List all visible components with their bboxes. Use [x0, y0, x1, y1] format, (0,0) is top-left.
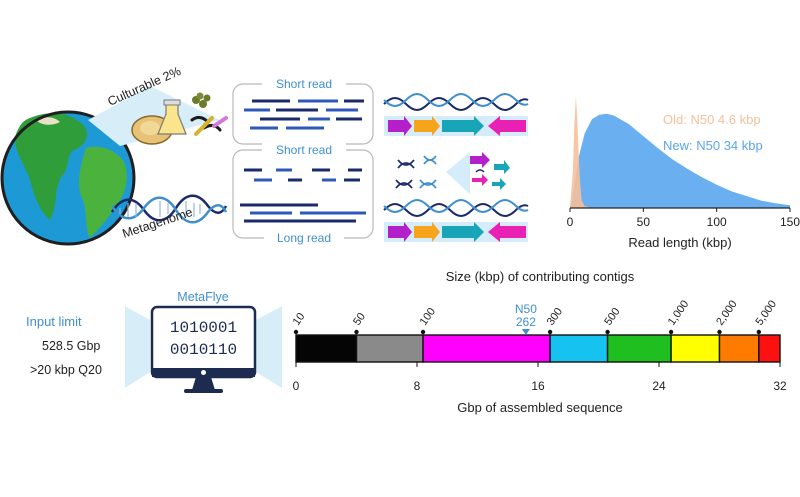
histogram-tick-label: 100 [707, 215, 727, 229]
input-limit-title: Input limit [26, 314, 82, 329]
size-boundary-label: 500 [602, 306, 622, 328]
n50-marker-icon [521, 329, 530, 335]
short-read-box-top: Short read [232, 76, 374, 145]
contig-segment [718, 334, 760, 363]
input-limit-gbp: 528.5 Gbp [42, 339, 100, 353]
contig-chart-x-label: Gbp of assembled sequence [457, 400, 623, 415]
gene-arrows-top [384, 116, 528, 136]
histogram-tick-label: 150 [780, 215, 800, 229]
contig-axis-tick-label: 16 [531, 379, 545, 393]
short-read-label-top: Short read [276, 77, 332, 91]
contig-segment [422, 334, 551, 363]
size-boundary-dot [605, 329, 610, 335]
size-boundary-dot [756, 329, 762, 335]
contig-segment [758, 334, 781, 363]
contig-axis-tick-label: 24 [652, 379, 666, 393]
contig-axis-tick-label: 0 [293, 379, 300, 393]
contig-segment [670, 334, 721, 363]
dna-strand-bottom [383, 199, 529, 217]
long-read-label: Long read [277, 231, 331, 245]
n50-value: 262 [516, 315, 536, 329]
histogram-tick-label: 50 [637, 215, 651, 229]
histogram-new-label: New: N50 34 kbp [663, 138, 763, 153]
short-long-read-box: Short read Long read [232, 142, 374, 246]
monitor-icon: 1010001 0010110 [150, 305, 257, 393]
earth-globe-icon [0, 110, 136, 246]
input-beam-left [125, 306, 150, 388]
read-length-histogram: 0 50 100 150 Old: N50 4.6 kbp New: N50 34 k… [567, 96, 800, 250]
culture-icon [131, 92, 228, 145]
size-boundary-label: 10 [291, 311, 308, 328]
size-boundary-label: 100 [418, 306, 438, 328]
contig-segment [606, 334, 672, 363]
short-read-label-mid: Short read [276, 143, 332, 157]
contig-chart-title: Size (kbp) of contributing contigs [446, 269, 635, 284]
size-boundary-dot [547, 329, 553, 335]
size-boundary-label: 50 [351, 311, 368, 328]
size-boundary-dot [668, 329, 674, 335]
histogram-old-series [570, 96, 592, 208]
binary-line-2: 0010110 [170, 341, 237, 359]
size-boundary-dot [420, 329, 426, 335]
metagenome-dna-icon [110, 194, 228, 224]
contig-segment [295, 334, 358, 363]
input-limit-quality: >20 kbp Q20 [30, 363, 102, 377]
dna-fragments [395, 152, 510, 194]
size-boundary-dot [717, 329, 722, 335]
histogram-new-series [570, 113, 790, 208]
size-boundary-label: 300 [545, 306, 565, 328]
histogram-x-label: Read length (kbp) [628, 235, 731, 250]
gene-arrows-bottom [384, 222, 528, 242]
contig-segment [549, 334, 609, 363]
histogram-old-label: Old: N50 4.6 kbp [663, 112, 761, 127]
input-beam-right [256, 306, 282, 388]
size-boundary-dot [354, 329, 359, 335]
metaflye-title: MetaFlye [177, 290, 228, 304]
size-boundary-label: 5,000 [753, 298, 779, 327]
contig-axis-tick-label: 8 [414, 379, 421, 393]
binary-line-1: 1010001 [170, 319, 237, 337]
metagenome-label: Metagenome [121, 205, 195, 241]
size-boundary-dot [293, 329, 299, 335]
contig-axis-tick-label: 32 [773, 379, 787, 393]
contig-segment [355, 334, 424, 363]
contig-size-bar-chart: 10 50 100 300 500 1,000 2,000 5,000 0 8 16 24 32 N5… [291, 298, 787, 393]
n50-label: N50 [515, 302, 537, 316]
histogram-tick-label: 0 [567, 215, 574, 229]
size-boundary-label: 2,000 [714, 298, 740, 327]
dna-strand-top [383, 93, 529, 111]
size-boundary-label: 1,000 [666, 298, 692, 327]
